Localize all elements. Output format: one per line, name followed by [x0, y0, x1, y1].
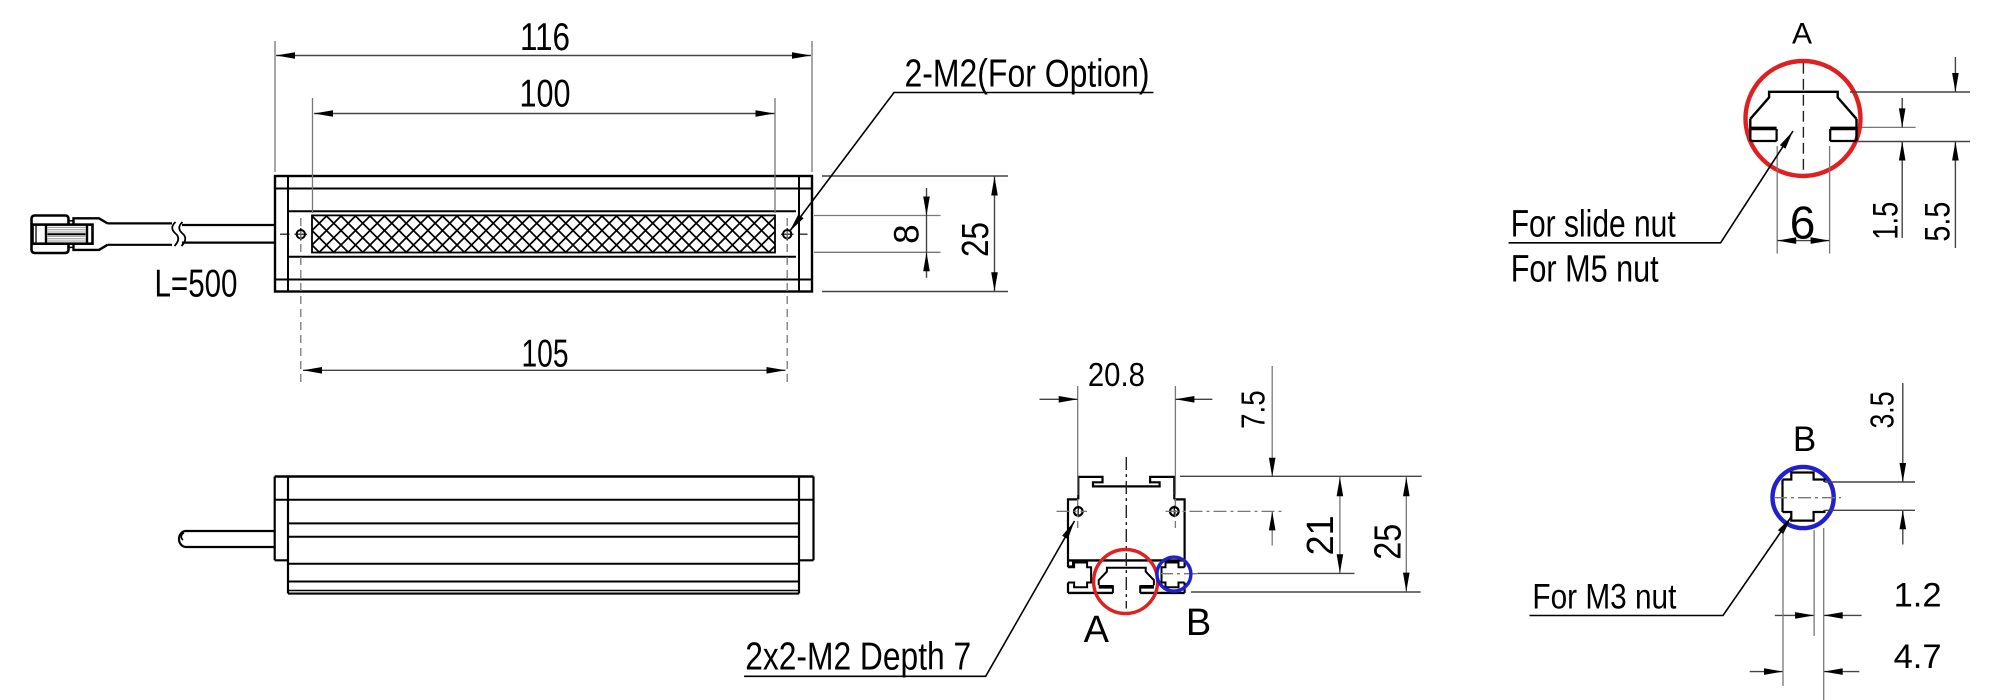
svg-text:7.5: 7.5 [1235, 390, 1272, 429]
svg-text:5.5: 5.5 [1919, 202, 1958, 242]
svg-text:21: 21 [1300, 515, 1342, 555]
svg-text:100: 100 [520, 73, 571, 116]
svg-text:For M3 nut: For M3 nut [1532, 576, 1676, 616]
svg-text:20.8: 20.8 [1088, 356, 1145, 393]
svg-text:2-M2(For Option): 2-M2(For Option) [905, 53, 1150, 96]
svg-text:4.7: 4.7 [1894, 638, 1942, 676]
svg-text:25: 25 [955, 222, 997, 257]
svg-text:1.5: 1.5 [1867, 202, 1906, 240]
svg-text:For slide nut: For slide nut [1511, 203, 1676, 245]
svg-text:A: A [1084, 609, 1110, 651]
svg-text:116: 116 [520, 16, 570, 59]
svg-text:L=500: L=500 [155, 263, 238, 306]
svg-text:A: A [1792, 18, 1812, 51]
svg-text:B: B [1186, 602, 1211, 644]
svg-text:8: 8 [888, 224, 927, 243]
svg-text:25: 25 [1368, 524, 1410, 560]
svg-text:B: B [1793, 420, 1816, 459]
svg-text:105: 105 [522, 333, 569, 376]
svg-text:2x2-M2 Depth 7: 2x2-M2 Depth 7 [745, 635, 971, 678]
svg-text:For M5 nut: For M5 nut [1511, 248, 1659, 290]
svg-text:3.5: 3.5 [1864, 392, 1901, 429]
svg-text:6: 6 [1790, 197, 1816, 249]
svg-text:1.2: 1.2 [1894, 576, 1942, 614]
